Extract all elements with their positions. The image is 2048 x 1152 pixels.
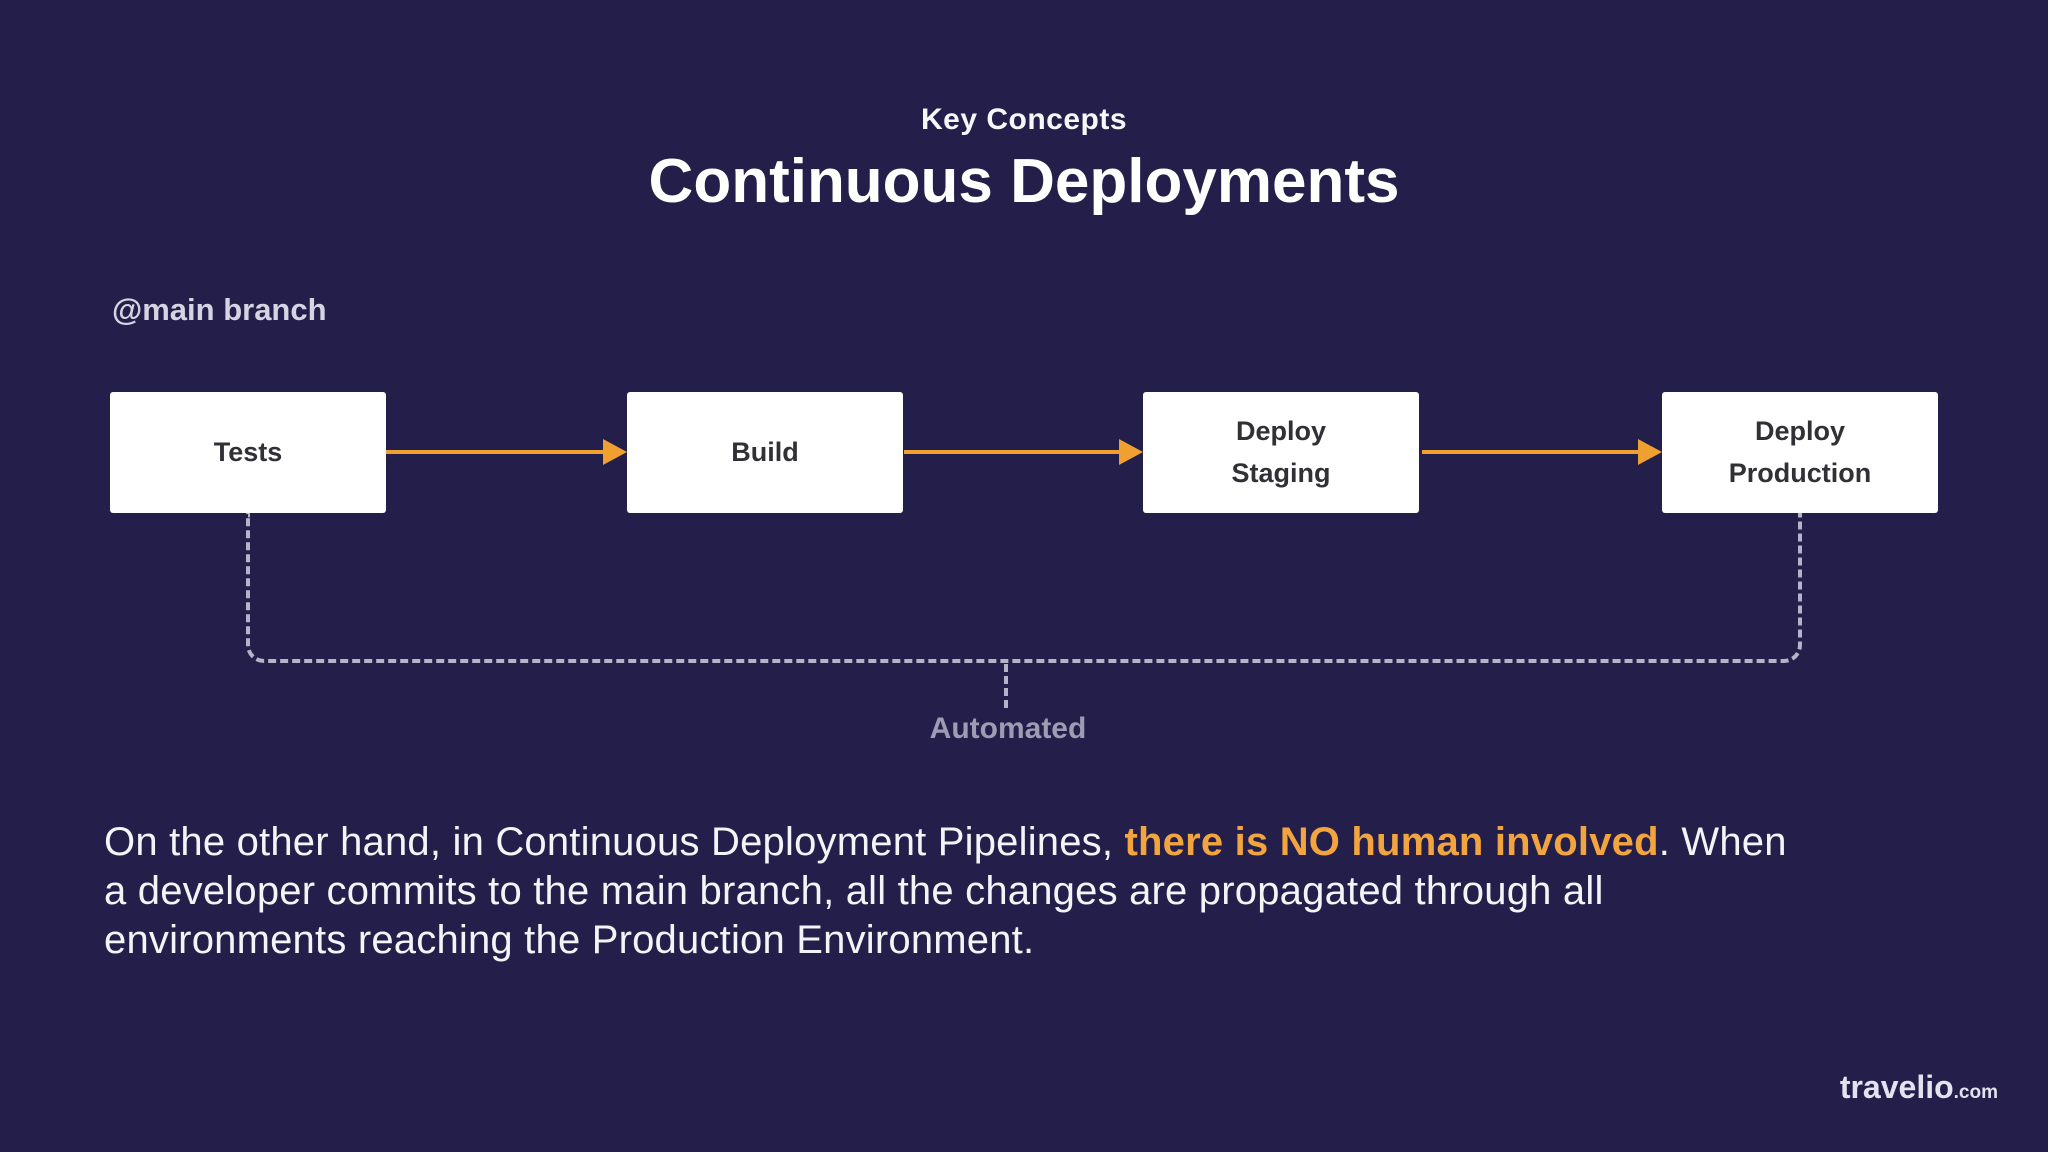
body-highlight: there is NO human involved [1124, 820, 1659, 864]
body-paragraph: On the other hand, in Continuous Deploym… [104, 818, 1984, 965]
eyebrow-key-concepts: Key Concepts [920, 103, 1128, 136]
page-title: Continuous Deployments [648, 147, 1400, 216]
brand-logo-suffix: .com [1953, 1082, 1998, 1103]
automated-scope-bracket [246, 513, 1802, 663]
automated-bracket-tick [1004, 664, 1008, 708]
automated-label: Automated [929, 712, 1087, 745]
stage-box-deploy-production: Deploy Production [1662, 392, 1938, 513]
stage-box-deploy-staging: Deploy Staging [1143, 392, 1419, 513]
stage-label-tests: Tests [213, 436, 283, 467]
main-branch-label: @main branch [112, 292, 327, 327]
flow-arrow-tests-to-build [386, 439, 627, 465]
stage-label-build: Build [731, 436, 799, 467]
brand-logo: travelio .com [1840, 1069, 1998, 1106]
stage-box-tests: Tests [110, 392, 386, 513]
body-line-1: On the other hand, in Continuous Deploym… [104, 818, 1984, 867]
body-line1-pre: On the other hand, in Continuous Deploym… [104, 820, 1125, 864]
stage-label-deploy-staging: Deploy Staging [1231, 415, 1331, 488]
stage-label-deploy-production: Deploy Production [1728, 415, 1872, 488]
body-line1-post: . When [1658, 820, 1787, 864]
body-line-2: a developer commits to the main branch, … [104, 869, 1604, 913]
body-line-3: environments reaching the Production Env… [104, 918, 1035, 962]
flow-arrow-staging-to-production [1422, 439, 1662, 465]
flow-arrow-build-to-staging [904, 439, 1143, 465]
brand-logo-text: travelio [1839, 1069, 1954, 1105]
stage-box-build: Build [627, 392, 903, 513]
